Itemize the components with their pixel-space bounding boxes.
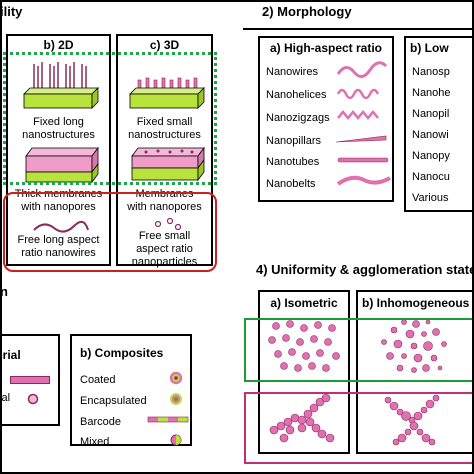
free-nanowire-illustration xyxy=(33,220,89,233)
inhomogeneous-header: b) Inhomogeneous xyxy=(362,296,470,310)
nanopillows-label: Nanopil xyxy=(412,108,450,120)
free-small-label-3: nanoparticles xyxy=(131,256,198,268)
panel-2d: b) 2D Fixed long nanostructures Thick me… xyxy=(6,34,111,266)
panel-3d: c) 3D Fixed small nanostructures Membran… xyxy=(116,34,213,268)
thick-membranes-label-1: Thick membranes xyxy=(14,188,103,200)
panel-2d-header: b) 2D xyxy=(43,38,74,52)
membranes-label-1: Membranes xyxy=(135,188,194,200)
isometric-header: a) Isometric xyxy=(270,296,338,310)
sphere-icon xyxy=(27,393,39,405)
agglomerated-state-outline xyxy=(244,392,474,464)
nanotubes-label: Nanotubes xyxy=(266,156,320,168)
inhomogeneous-dispersed-particles xyxy=(381,319,447,373)
free-long-label-1: Free long aspect xyxy=(17,234,100,246)
membrane-nanopores-illustration xyxy=(131,146,205,182)
fixed-long-nanostructures-illustration xyxy=(23,62,99,109)
barcode-label: Barcode xyxy=(80,416,121,428)
composition-title: n xyxy=(0,284,8,299)
free-small-label-1: Free small xyxy=(138,230,191,242)
nanohemispheres-label: Nanohe xyxy=(412,87,451,99)
high-aspect-panel: a) High-aspect ratio Nanowires Nanohelic… xyxy=(258,36,394,202)
nanobelts-label: Nanobelts xyxy=(266,178,316,190)
nanowires-low-label: Nanowi xyxy=(412,129,449,141)
material-panel: erial cal xyxy=(0,334,60,426)
fixed-small-label-1: Fixed small xyxy=(136,116,193,128)
uniformity-title: 4) Uniformity & agglomeration state xyxy=(256,262,474,277)
fixed-long-label-2: nanostructures xyxy=(22,129,95,141)
nanozigzags-label: Nanozigzags xyxy=(266,112,330,124)
thick-membrane-illustration xyxy=(25,146,99,184)
membranes-label-2: with nanopores xyxy=(127,201,202,213)
fixed-small-nanostructures-illustration xyxy=(129,77,205,109)
isometric-dispersed-particles xyxy=(268,320,340,372)
nanocubes-label: Nanocu xyxy=(412,171,450,183)
various-label: Various xyxy=(412,192,449,204)
spherical-label: cal xyxy=(0,392,11,404)
composites-header: b) Composites xyxy=(80,346,164,360)
nanowires-label: Nanowires xyxy=(266,66,318,78)
rod-icon xyxy=(10,376,50,384)
fixed-structures-outline xyxy=(3,52,217,185)
free-long-label-2: ratio nanowires xyxy=(21,247,96,259)
nanopillars-label: Nanopillars xyxy=(266,135,322,147)
thick-membranes-label-2: with nanopores xyxy=(21,201,96,213)
nanospheres-label: Nanosp xyxy=(412,66,450,78)
nanopyramids-label: Nanopy xyxy=(412,150,450,162)
dispersed-state-outline xyxy=(244,318,474,382)
dimensionality-title: ility xyxy=(0,4,23,19)
low-aspect-panel: b) Low Nanosp Nanohe Nanopil Nanowi Nano… xyxy=(404,36,474,212)
free-structures-outline xyxy=(3,192,217,272)
nanohelices-label: Nanohelices xyxy=(266,89,327,101)
high-aspect-header: a) High-aspect ratio xyxy=(269,41,383,55)
composites-panel: b) Composites Coated Encapsulated Barcod… xyxy=(70,334,192,448)
composite-shapes-illustration xyxy=(147,371,189,446)
free-small-label-2: aspect ratio xyxy=(136,243,193,255)
inhomogeneous-panel: b) Inhomogeneous xyxy=(356,290,474,454)
mixed-label: Mixed xyxy=(80,436,110,448)
fixed-long-label-1: Fixed long xyxy=(33,116,84,128)
panel-3d-header: c) 3D xyxy=(149,38,180,52)
isometric-agglomerate xyxy=(269,393,335,443)
material-header: erial xyxy=(0,348,21,362)
morphology-shapes-illustration xyxy=(335,61,391,186)
low-aspect-header: b) Low xyxy=(410,41,449,55)
fixed-small-label-2: nanostructures xyxy=(128,129,201,141)
morphology-title: 2) Morphology xyxy=(262,4,352,19)
encapsulated-label: Encapsulated xyxy=(80,395,147,407)
inhomogeneous-agglomerate xyxy=(384,394,440,446)
coated-label: Coated xyxy=(80,374,116,386)
free-nanoparticles-illustration xyxy=(154,217,182,231)
morphology-divider xyxy=(243,28,474,30)
isometric-panel: a) Isometric xyxy=(258,290,350,454)
